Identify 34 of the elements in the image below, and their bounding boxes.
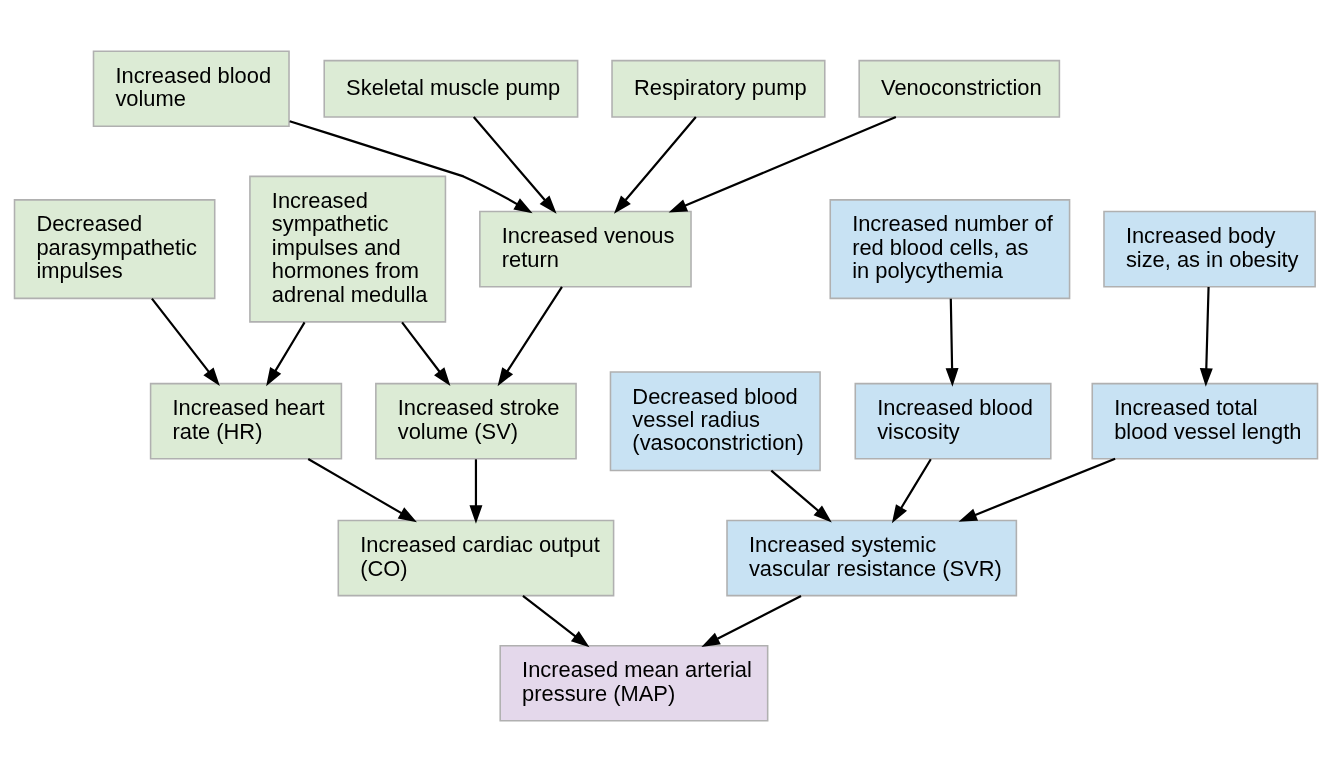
arrow xyxy=(497,285,563,386)
node-box: Increased sympathetic impulses and hormones from adrenal medulla xyxy=(249,175,447,323)
arrow xyxy=(472,115,557,214)
arrow xyxy=(289,119,533,213)
node-box: Increased cardiac output (CO) xyxy=(337,519,615,596)
arrow xyxy=(613,115,697,214)
arrow xyxy=(1199,286,1213,387)
arrow xyxy=(522,594,590,647)
arrow xyxy=(401,321,451,386)
arrow xyxy=(958,457,1116,522)
node-box: Skeletal muscle pump xyxy=(323,59,579,118)
node-box: Increased stroke volume (SV) xyxy=(375,382,577,459)
node-box: Respiratory pump xyxy=(611,59,826,118)
arrow xyxy=(701,594,802,647)
arrow xyxy=(770,469,832,522)
node-box: Increased blood viscosity xyxy=(854,382,1052,459)
node-box: Increased number of red blood cells, as in polycythemia xyxy=(829,198,1071,299)
node-box: Increased total blood vessel length xyxy=(1091,382,1319,459)
arrow xyxy=(266,321,306,386)
node-box: Decreased blood vessel radius (vasoconstriction) xyxy=(609,370,821,471)
arrow xyxy=(469,458,483,524)
node-box: Increased body size, as in obesity xyxy=(1103,210,1316,287)
node-box: Increased heart rate (HR) xyxy=(149,382,343,459)
arrow xyxy=(151,297,220,386)
node-box: Decreased parasympathetic impulses xyxy=(13,198,216,299)
arrow xyxy=(307,457,417,522)
arrow xyxy=(945,298,959,387)
node-box: Increased blood volume xyxy=(92,50,290,127)
arrow xyxy=(668,115,897,213)
node-box: Increased systemic vascular resistance (SVR) xyxy=(726,519,1018,596)
node-box: Increased mean arterial pressure (MAP) xyxy=(499,644,769,721)
node-box: Increased venous return xyxy=(479,210,692,287)
node-box: Venoconstriction xyxy=(858,59,1061,118)
arrow xyxy=(891,458,932,523)
